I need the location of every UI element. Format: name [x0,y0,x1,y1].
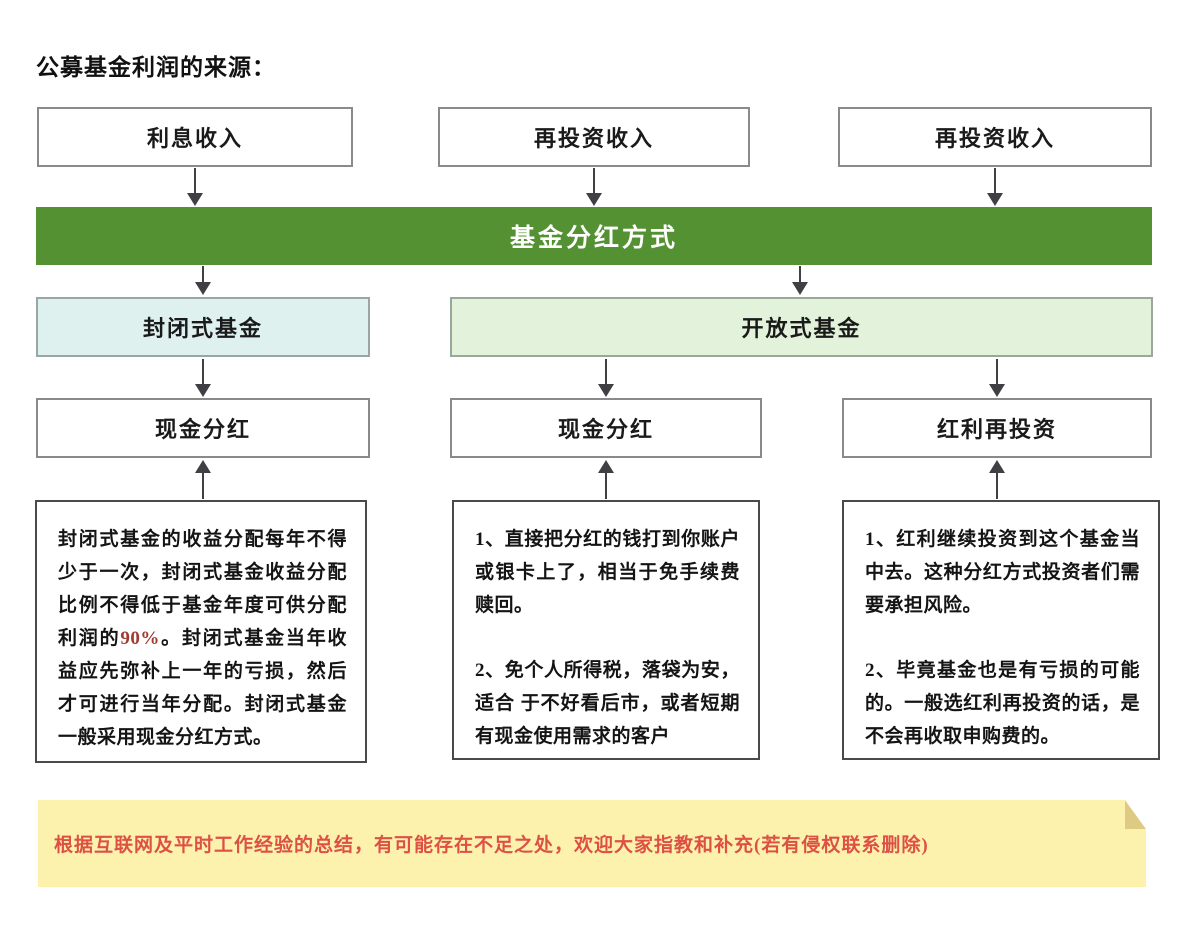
method-box-cash-closed: 现金分红 [36,398,370,458]
closed-fund-box: 封闭式基金 [36,297,370,357]
income-box-interest: 利息收入 [37,107,353,167]
income-box-interest-label: 利息收入 [146,126,243,151]
arrow-head-icon [989,384,1005,397]
method-cash-closed-label: 现金分红 [154,417,251,442]
disclaimer-text: 根据互联网及平时工作经验的总结，有可能存在不足之处，欢迎大家指教和补充(若有侵权… [54,835,929,856]
arrow-head-icon [987,193,1003,206]
arrow-head-icon [187,193,203,206]
arrow-down-reinvest1-to-banner [586,168,602,206]
desc-reinvest-point-2: 2、毕竟基金也是有亏损的可能的。一般选红利再投资的话，是不会再收取申购费的。 [865,660,1140,747]
arrow-down-closed-to-cash [195,359,211,397]
closed-fund-label: 封闭式基金 [142,316,263,341]
desc-closed-post: 。封闭式基金当年收益应先弥补上一年的亏损，然后才可进行当年分配。封闭式基金一般采… [58,628,347,748]
desc-box-open-cash: 1、直接把分红的钱打到你账户或银卡上了，相当于免手续费赎回。 2、免个人所得税，… [452,500,760,760]
income-box-reinvest-2: 再投资收入 [838,107,1152,167]
arrow-head-icon [195,384,211,397]
desc-box-reinvest: 1、红利继续投资到这个基金当中去。这种分红方式投资者们需要承担风险。 2、毕竟基… [842,500,1160,760]
arrow-head-icon [989,460,1005,473]
arrow-up-desc-to-cash-open [598,460,614,499]
arrow-head-icon [195,282,211,295]
desc-open-cash-point-2: 2、免个人所得税，落袋为安，适合 于不好看后市，或者短期有现金使用需求的客户 [475,660,740,747]
desc-closed-paragraph: 封闭式基金的收益分配每年不得少于一次，封闭式基金收益分配比例不得低于基金年度可供… [58,523,347,754]
method-cash-open-label: 现金分红 [557,417,654,442]
arrow-head-icon [598,384,614,397]
arrow-head-icon [598,460,614,473]
arrow-head-icon [195,460,211,473]
arrow-up-desc-to-reinvest [989,460,1005,499]
arrow-down-open-to-cash [598,359,614,397]
method-box-cash-open: 现金分红 [450,398,762,458]
income-box-reinvest-1: 再投资收入 [438,107,750,167]
arrow-down-open-to-reinvest [989,359,1005,397]
method-box-reinvest: 红利再投资 [842,398,1152,458]
arrow-down-interest-to-banner [187,168,203,206]
arrow-down-banner-to-closed [195,266,211,295]
dividend-method-banner: 基金分红方式 [36,207,1152,265]
arrow-down-banner-to-open [792,266,808,295]
arrow-head-icon [792,282,808,295]
desc-reinvest-point-1: 1、红利继续投资到这个基金当中去。这种分红方式投资者们需要承担风险。 [865,529,1140,616]
desc-closed-highlight: 90% [120,628,160,649]
open-fund-label: 开放式基金 [741,316,862,341]
page-title: 公募基金利润的来源： [36,55,276,80]
arrow-down-reinvest2-to-banner [987,168,1003,206]
arrow-up-desc-to-cash-closed [195,460,211,499]
income-box-reinvest-2-label: 再投资收入 [934,126,1055,151]
desc-box-closed-fund: 封闭式基金的收益分配每年不得少于一次，封闭式基金收益分配比例不得低于基金年度可供… [35,500,367,763]
arrow-head-icon [586,193,602,206]
income-box-reinvest-1-label: 再投资收入 [533,126,654,151]
folded-corner-icon [1125,800,1146,829]
desc-open-cash-point-1: 1、直接把分红的钱打到你账户或银卡上了，相当于免手续费赎回。 [475,529,740,616]
open-fund-box: 开放式基金 [450,297,1153,357]
dividend-method-banner-label: 基金分红方式 [509,225,678,252]
disclaimer-note: 根据互联网及平时工作经验的总结，有可能存在不足之处，欢迎大家指教和补充(若有侵权… [38,800,1146,887]
desc-closed-pre: 封闭式基金的收益分配每年不得少于一次，封闭式基金收益分配比例不得低于基金年度可供… [58,529,347,649]
method-reinvest-label: 红利再投资 [936,417,1057,442]
